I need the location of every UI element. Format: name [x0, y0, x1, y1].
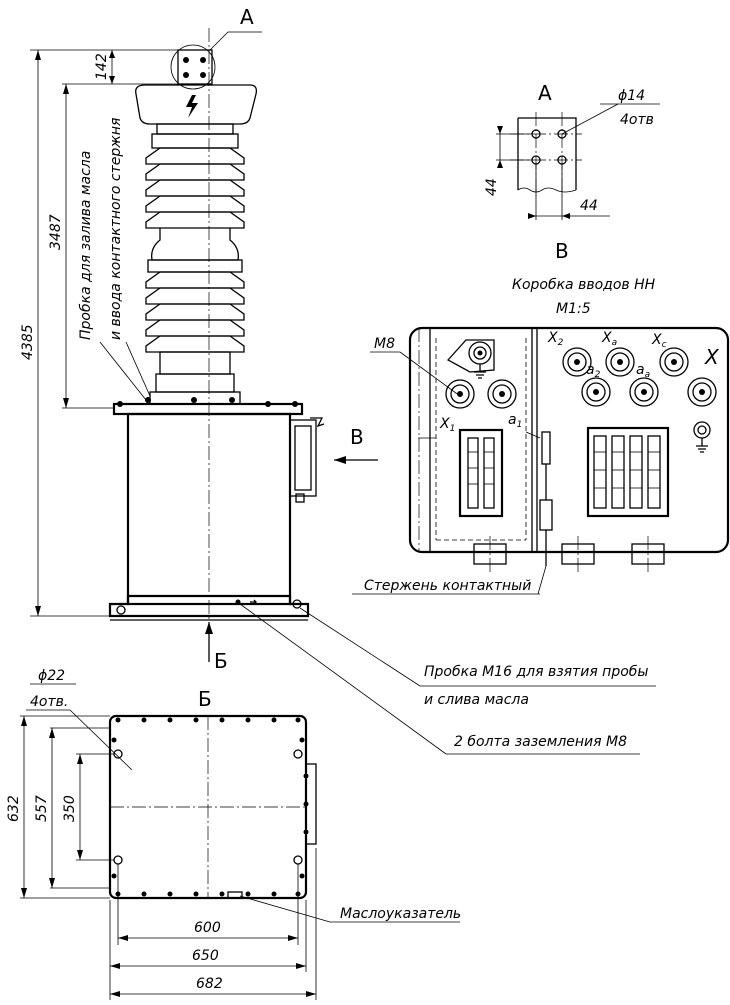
terminal-a2-label: a2: [586, 362, 601, 380]
dim-a-44-vertical: 44: [484, 178, 500, 196]
flange-bolts: [117, 397, 298, 407]
terminal-aa-label: aa: [636, 362, 650, 380]
oil-plug-note: Пробка для залива масла: [78, 151, 94, 340]
view-bb-title: Б: [198, 687, 212, 711]
hole-a-count: 4отв: [620, 112, 654, 128]
ground-bolts-note: 2 болта заземления М8: [454, 734, 627, 750]
terminal-xc-bushing: [659, 347, 689, 377]
dim-557: 557: [34, 795, 50, 822]
base-hole-count: 4отв.: [30, 694, 68, 710]
terminal-a2-bushing: [581, 377, 611, 407]
dim-650: 650: [192, 948, 219, 964]
terminal-x-label: X: [704, 345, 720, 369]
terminal-xa-label: Xa: [601, 330, 617, 348]
view-bb-marker: Б: [214, 649, 228, 673]
insulator-sheds-upper: [145, 147, 245, 229]
plan-perimeter-bolts: [111, 717, 305, 897]
view-a-title: A: [538, 81, 552, 105]
dim-682: 682: [196, 976, 223, 992]
terminal-xa-bushing: [605, 347, 635, 377]
dim-632: 632: [6, 795, 22, 822]
terminal-x-bushing: [687, 377, 717, 407]
dim-3487: 3487: [48, 214, 64, 250]
box-title: Коробка вводов НН: [512, 277, 656, 293]
hole-a-diameter: ϕ14: [618, 88, 645, 104]
terminal-x2-label: X2: [547, 330, 564, 348]
box-subtitle: М1:5: [556, 301, 591, 317]
terminal-xc-label: Xc: [651, 332, 667, 350]
terminal-x2-bushing: [562, 347, 592, 377]
ground-icon-right: [696, 438, 708, 453]
contact-rod-entry-note: и ввода контактного стержня: [108, 118, 124, 340]
front-view: A: [20, 5, 378, 673]
terminal-a1-bushing: [487, 379, 517, 409]
lightning-icon: [186, 95, 198, 118]
dim-350: 350: [62, 795, 78, 822]
view-bb-plan: Б Маслоуказатель ϕ22 4: [6, 668, 461, 1000]
contact-rod-label: Стержень контактный: [364, 578, 531, 594]
view-b-marker: B: [350, 425, 364, 449]
m8-label: М8: [374, 336, 395, 352]
insulator-sheds-lower: [145, 271, 245, 353]
dim-a-44-horizontal: 44: [580, 198, 598, 214]
ground-icon: [474, 364, 486, 379]
dim-600: 600: [194, 920, 221, 936]
sample-plug-note-2: и слива масла: [424, 692, 529, 708]
terminal-x1-bushing: [445, 379, 475, 409]
oil-gauge-note: Маслоуказатель: [340, 906, 461, 922]
dim-142: 142: [94, 53, 110, 80]
terminal-a1-label: a1: [508, 412, 522, 430]
leader-notes: Пробка М16 для взятия пробы и слива масл…: [239, 603, 656, 755]
sample-plug-note-1: Пробка М16 для взятия пробы: [424, 664, 648, 680]
view-a-detail: A ϕ14 4отв 44 44: [484, 81, 660, 220]
terminal-aa-bushing: [629, 377, 659, 407]
view-a-marker: A: [240, 5, 254, 29]
base-hole-diameter: ϕ22: [38, 668, 65, 684]
terminal-x1-label: X1: [439, 416, 455, 434]
dim-4385: 4385: [20, 324, 36, 360]
view-b-detail: B Коробка вводов НН М1:5 М8: [352, 239, 730, 595]
view-b-title: B: [555, 239, 569, 263]
